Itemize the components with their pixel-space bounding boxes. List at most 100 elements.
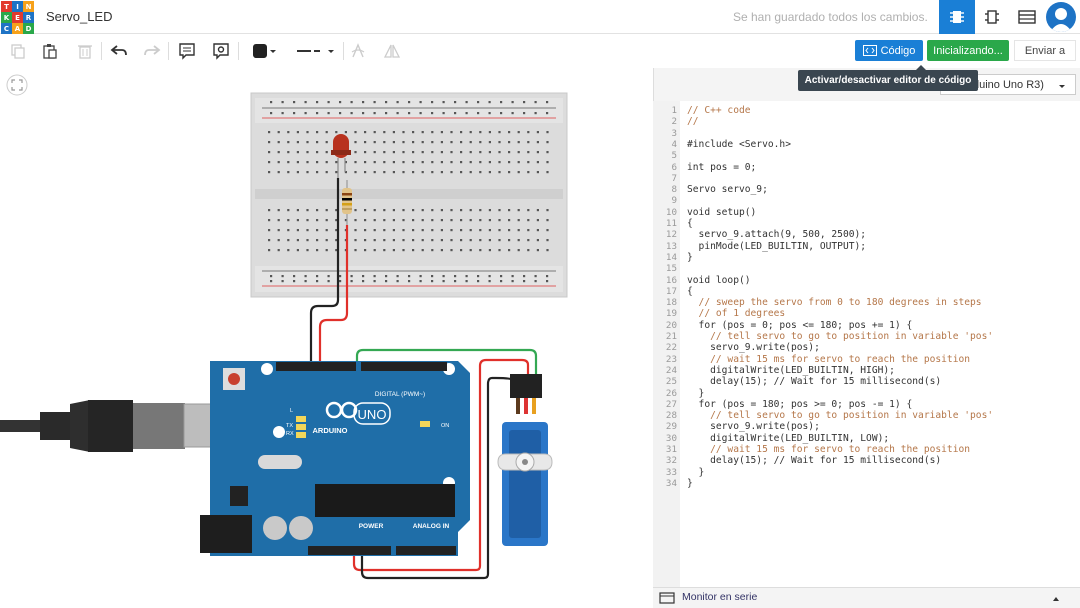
copy-button[interactable] — [7, 40, 29, 62]
line-number: 25 — [665, 376, 677, 388]
serial-monitor-bar[interactable] — [653, 587, 1080, 608]
send-to-button[interactable]: Enviar a — [1014, 40, 1076, 61]
code-line: servo_9.write(pos); — [687, 421, 820, 433]
servo-motor[interactable] — [497, 374, 553, 546]
chevron-down-icon — [328, 50, 334, 53]
tx-label: TX — [286, 423, 293, 429]
line-number: 9 — [671, 195, 677, 207]
line-number: 13 — [665, 240, 677, 252]
copy-icon — [11, 44, 25, 59]
code-line: // wait 15 ms for servo to reach the pos… — [687, 353, 971, 365]
delete-button[interactable] — [74, 40, 96, 62]
line-number: 33 — [665, 466, 677, 478]
logo-cell: N — [23, 1, 34, 12]
code-line: } — [687, 387, 705, 399]
breadboard[interactable] — [250, 92, 568, 298]
line-number: 15 — [665, 263, 677, 275]
serial-monitor-label: Monitor en serie — [682, 591, 758, 603]
line-number: 23 — [665, 353, 677, 365]
code-editor-tooltip: Activar/desactivar editor de código — [798, 65, 978, 91]
redo-button[interactable] — [141, 40, 163, 62]
line-number-gutter — [653, 101, 680, 587]
chevron-down-icon — [270, 50, 276, 53]
line-number: 24 — [665, 364, 677, 376]
project-name[interactable]: Servo_LED — [46, 9, 113, 24]
color-picker[interactable] — [246, 40, 286, 62]
eye-note-icon — [213, 43, 229, 60]
line-number: 17 — [665, 285, 677, 297]
wire-style-picker[interactable] — [293, 40, 339, 62]
on-label: ON — [441, 423, 449, 429]
line-number: 16 — [665, 274, 677, 286]
line-number: 19 — [665, 308, 677, 320]
wire-black-led[interactable] — [309, 178, 340, 370]
code-icon — [862, 45, 877, 56]
start-simulation-button[interactable]: Inicializando... — [927, 40, 1009, 61]
analog-in-label: ANALOG IN — [413, 523, 450, 530]
fit-view-icon[interactable] — [6, 74, 28, 96]
arduino-uno-board[interactable]: UNO ARDUINO DIGITAL (PWM~) POWER ANALOG … — [200, 361, 470, 556]
code-editor-button[interactable]: Código — [855, 40, 923, 61]
resistor[interactable] — [342, 180, 352, 225]
circuit-view-button[interactable] — [939, 0, 975, 34]
usb-cable[interactable] — [0, 400, 247, 452]
rx-label: RX — [286, 431, 294, 437]
paste-button[interactable] — [39, 40, 61, 62]
line-number: 7 — [671, 172, 677, 184]
code-line: digitalWrite(LED_BUILTIN, HIGH); — [687, 364, 895, 376]
top-bar: T I N K E R C A D Servo_LED Se han guard… — [0, 0, 1080, 34]
user-avatar[interactable] — [1046, 2, 1076, 32]
code-line: servo_9.write(pos); — [687, 342, 820, 354]
logo-cell: K — [1, 12, 12, 23]
code-line: digitalWrite(LED_BUILTIN, LOW); — [687, 432, 890, 444]
code-line: // tell servo to go to position in varia… — [687, 331, 994, 342]
code-line: { — [687, 218, 693, 229]
chevron-up-icon[interactable] — [1051, 595, 1061, 603]
rotate-icon — [351, 43, 365, 58]
line-number: 31 — [665, 444, 677, 455]
toolbar-divider — [343, 42, 344, 60]
component-list-button[interactable] — [1009, 0, 1045, 34]
line-number: 20 — [665, 319, 677, 331]
line-number: 3 — [671, 127, 677, 139]
power-label: POWER — [359, 523, 384, 530]
line-number: 26 — [665, 387, 677, 399]
undo-button[interactable] — [108, 40, 130, 62]
wire-red-led[interactable] — [318, 225, 349, 370]
toggle-notes-button[interactable] — [210, 40, 232, 62]
paste-icon — [43, 44, 57, 59]
chevron-down-icon — [1059, 85, 1065, 88]
notes-button[interactable] — [176, 40, 198, 62]
arduino-label: ARDUINO — [313, 426, 348, 435]
code-line: // sweep the servo from 0 to 180 degrees… — [687, 297, 982, 309]
toolbar-divider — [168, 42, 169, 60]
code-line: pinMode(LED_BUILTIN, OUTPUT); — [687, 240, 867, 252]
code-line: delay(15); // Wait for 15 millisecond(s) — [687, 376, 942, 388]
rotate-button[interactable] — [347, 40, 369, 62]
circuit-canvas[interactable]: UNO ARDUINO DIGITAL (PWM~) POWER ANALOG … — [0, 68, 653, 608]
wire-red-5v[interactable] — [352, 358, 530, 572]
line-number: 10 — [665, 206, 677, 218]
color-swatch — [253, 44, 267, 58]
undo-icon — [110, 45, 127, 56]
wire-black-gnd[interactable] — [360, 376, 522, 580]
logo-cell: T — [1, 1, 12, 12]
line-number: 27 — [665, 398, 677, 410]
flip-button[interactable] — [381, 40, 403, 62]
code-editor[interactable] — [680, 101, 1080, 587]
line-number: 6 — [671, 161, 677, 173]
component-icon — [985, 10, 999, 24]
code-line: for (pos = 180; pos >= 0; pos -= 1) { — [687, 398, 913, 410]
schematic-view-button[interactable] — [974, 0, 1010, 34]
line-number: 28 — [665, 410, 677, 422]
tinkercad-logo[interactable]: T I N K E R C A D — [1, 1, 34, 34]
line-number: 21 — [665, 331, 677, 342]
line-number: 34 — [665, 477, 677, 489]
save-status: Se han guardado todos los cambios. — [733, 10, 928, 24]
red-led[interactable] — [331, 134, 351, 178]
wire-green-signal[interactable] — [355, 348, 538, 376]
logo-cell: E — [12, 12, 23, 23]
logo-cell: A — [12, 23, 23, 34]
code-line: void setup() — [687, 206, 757, 218]
user-icon — [1050, 8, 1072, 32]
